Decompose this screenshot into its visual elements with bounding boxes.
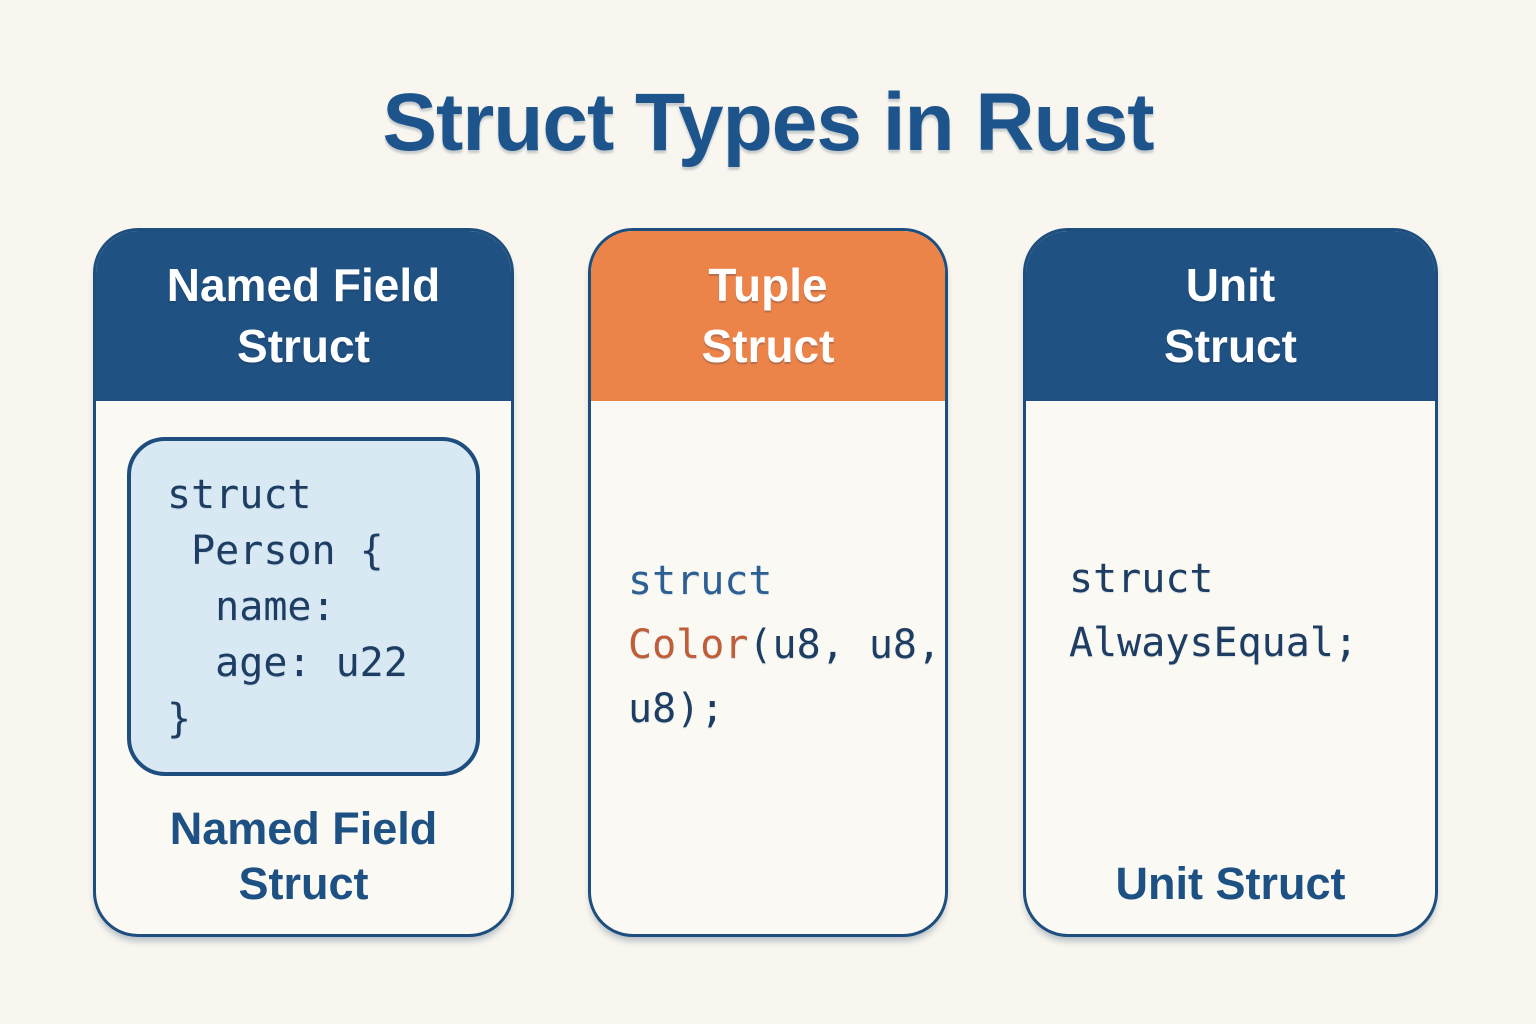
named-field-code-box: struct Person { name: age: u22 } (127, 437, 480, 776)
card-unit-footer-label: Unit Struct (1115, 858, 1346, 910)
card-tuple-body: struct Color(u8, u8, u8); (591, 401, 945, 934)
tuple-code-args-line2: u8); (628, 686, 725, 732)
unit-code: struct AlwaysEqual; (1069, 556, 1358, 666)
page-title: Struct Types in Rust (382, 77, 1154, 168)
tuple-code-args-line1: (u8, u8, (748, 622, 942, 668)
card-tuple-header: Tuple Struct (591, 231, 945, 401)
named-field-code: struct Person { name: age: u22 } (167, 472, 408, 742)
card-named-field-footer-label: Named Field Struct (169, 803, 438, 910)
tuple-code: struct Color(u8, u8, u8); (628, 549, 941, 741)
card-unit-struct: Unit Struct struct AlwaysEqual; Unit Str… (1023, 228, 1438, 937)
card-named-field-body: struct Person { name: age: u22 } Named F… (96, 401, 511, 934)
tuple-code-keyword: struct (628, 558, 773, 604)
tuple-code-type-name: Color (628, 622, 749, 668)
card-named-field-struct: Named Field Struct struct Person { name:… (93, 228, 514, 937)
card-tuple-struct: Tuple Struct struct Color(u8, u8, u8); (588, 228, 948, 937)
card-named-field-header: Named Field Struct (96, 231, 511, 401)
card-unit-body: struct AlwaysEqual; Unit Struct (1026, 401, 1435, 934)
card-unit-header: Unit Struct (1026, 231, 1435, 401)
